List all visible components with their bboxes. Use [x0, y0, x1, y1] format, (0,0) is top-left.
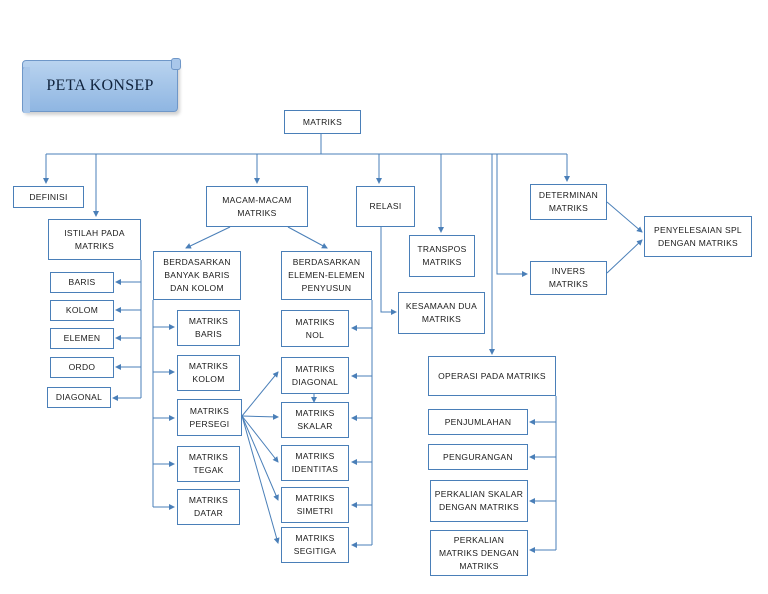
- node-matriks-simetri: MATRIKS SIMETRI: [281, 487, 349, 523]
- node-determinan-matriks: DETERMINAN MATRIKS: [530, 184, 607, 220]
- node-matriks-skalar: MATRIKS SKALAR: [281, 402, 349, 438]
- node-matriks-kolom: MATRIKS KOLOM: [177, 355, 240, 391]
- node-penjumlahan: PENJUMLAHAN: [428, 409, 528, 435]
- node-matriks-segitiga: MATRIKS SEGITIGA: [281, 527, 349, 563]
- node-definisi: DEFINISI: [13, 186, 84, 208]
- node-perkalian-matriks: PERKALIAN MATRIKS DENGAN MATRIKS: [430, 530, 528, 576]
- node-perkalian-skalar: PERKALIAN SKALAR DENGAN MATRIKS: [430, 480, 528, 522]
- node-transpos-matriks: TRANSPOS MATRIKS: [409, 235, 475, 277]
- node-matriks-datar: MATRIKS DATAR: [177, 489, 240, 525]
- node-matriks-baris: MATRIKS BARIS: [177, 310, 240, 346]
- node-matriks-tegak: MATRIKS TEGAK: [177, 446, 240, 482]
- node-diagonal: DIAGONAL: [47, 387, 111, 408]
- node-penyelesaian-spl: PENYELESAIAN SPL DENGAN MATRIKS: [644, 216, 752, 257]
- node-istilah-pada-matriks: ISTILAH PADA MATRIKS: [48, 219, 141, 260]
- node-matriks-diagonal: MATRIKS DIAGONAL: [281, 357, 349, 394]
- node-operasi-pada-matriks: OPERASI PADA MATRIKS: [428, 356, 556, 396]
- node-kolom: KOLOM: [50, 300, 114, 321]
- node-pengurangan: PENGURANGAN: [428, 444, 528, 470]
- node-matriks-identitas: MATRIKS IDENTITAS: [281, 445, 349, 481]
- node-berdasarkan-banyak-baris-kolom: BERDASARKAN BANYAK BARIS DAN KOLOM: [153, 251, 241, 300]
- node-matriks-nol: MATRIKS NOL: [281, 310, 349, 347]
- node-berdasarkan-elemen-penyusun: BERDASARKAN ELEMEN-ELEMEN PENYUSUN: [281, 251, 372, 300]
- node-ordo: ORDO: [50, 357, 114, 378]
- peta-konsep-banner: PETA KONSEP: [22, 58, 181, 113]
- node-baris: BARIS: [50, 272, 114, 293]
- node-macam-macam-matriks: MACAM-MACAM MATRIKS: [206, 186, 308, 227]
- node-matriks: MATRIKS: [284, 110, 361, 134]
- node-elemen: ELEMEN: [50, 328, 114, 349]
- node-relasi: RELASI: [356, 186, 415, 227]
- node-kesamaan-dua-matriks: KESAMAAN DUA MATRIKS: [398, 292, 485, 334]
- node-invers-matriks: INVERS MATRIKS: [530, 261, 607, 295]
- page-title: PETA KONSEP: [46, 77, 154, 94]
- node-matriks-persegi: MATRIKS PERSEGI: [177, 399, 242, 436]
